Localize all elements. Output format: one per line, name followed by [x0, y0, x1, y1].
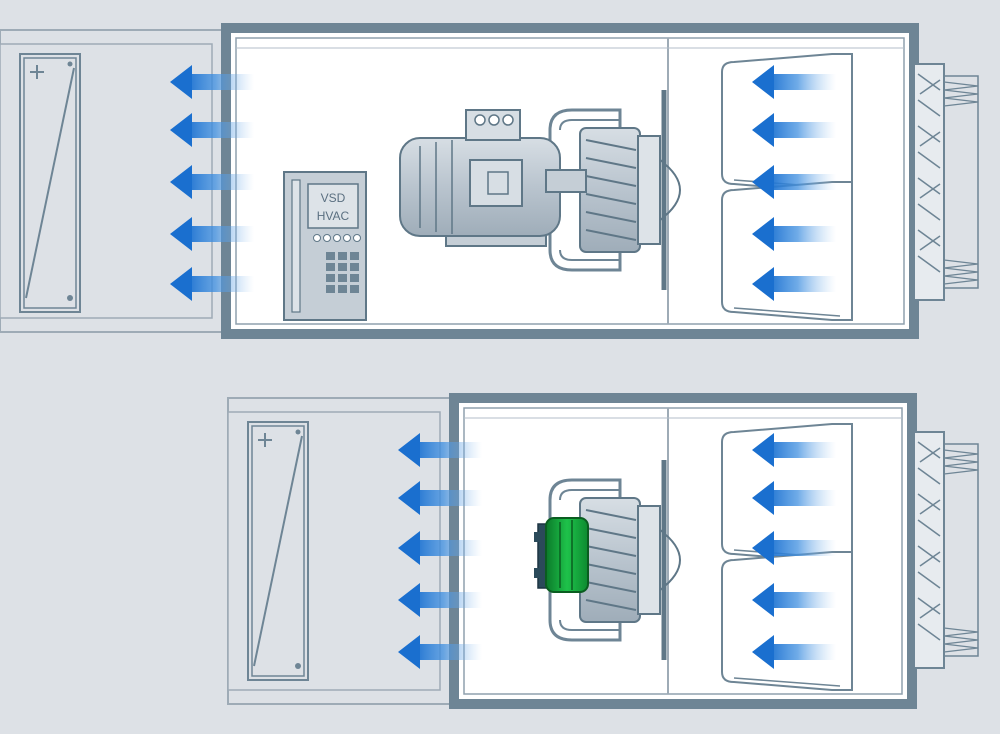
- damper-louver-icon: [913, 431, 979, 669]
- bottom-unit-ec-motor: [227, 393, 979, 709]
- vsd-controller-icon: VSD HVAC: [283, 171, 367, 321]
- top-unit-vsd-ac-motor: VSD HVAC: [0, 23, 979, 339]
- ac-motor-icon: [399, 109, 587, 247]
- vsd-label-line2: HVAC: [317, 209, 350, 223]
- ec-motor-icon: [534, 517, 589, 593]
- damper-louver-icon: [913, 63, 979, 301]
- vsd-label-line1: VSD: [321, 191, 346, 205]
